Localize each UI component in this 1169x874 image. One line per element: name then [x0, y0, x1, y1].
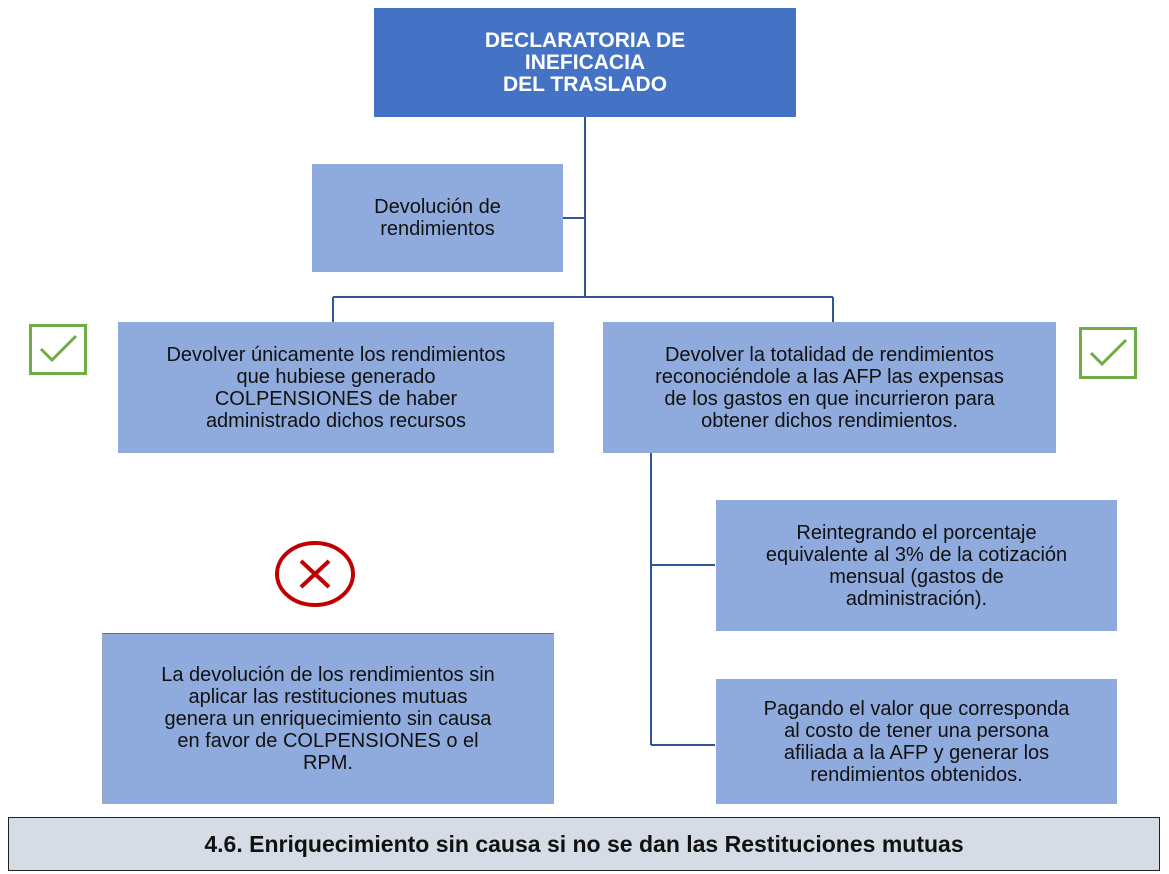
- left-conclusion-node: La devolución de los rendimientos sin ap…: [102, 633, 554, 804]
- right-sub-2-text: Pagando el valor que corresponda al cost…: [763, 697, 1070, 786]
- right-sub-node-2: Pagando el valor que corresponda al cost…: [716, 679, 1117, 804]
- topic-node-text: Devolución de rendimientos: [374, 196, 501, 240]
- section-heading-text: 4.6. Enriquecimiento sin causa si no se …: [204, 830, 964, 857]
- right-option-node: Devolver la totalidad de rendimientos re…: [603, 322, 1056, 453]
- left-option-text: Devolver únicamente los rendimientos que…: [166, 343, 506, 432]
- checkmark-icon: [29, 324, 87, 375]
- checkmark-icon: [1079, 327, 1137, 379]
- cross-circle-icon: [275, 541, 355, 607]
- left-conclusion-text: La devolución de los rendimientos sin ap…: [161, 664, 495, 774]
- root-node: DECLARATORIA DE INEFICACIA DEL TRASLADO: [374, 8, 796, 117]
- section-heading: 4.6. Enriquecimiento sin causa si no se …: [8, 817, 1160, 871]
- root-node-text: DECLARATORIA DE INEFICACIA DEL TRASLADO: [484, 28, 686, 96]
- right-option-text: Devolver la totalidad de rendimientos re…: [655, 343, 1004, 432]
- topic-node: Devolución de rendimientos: [312, 164, 563, 272]
- right-sub-1-text: Reintegrando el porcentaje equivalente a…: [765, 521, 1068, 610]
- right-sub-node-1: Reintegrando el porcentaje equivalente a…: [716, 500, 1117, 631]
- left-option-node: Devolver únicamente los rendimientos que…: [118, 322, 554, 453]
